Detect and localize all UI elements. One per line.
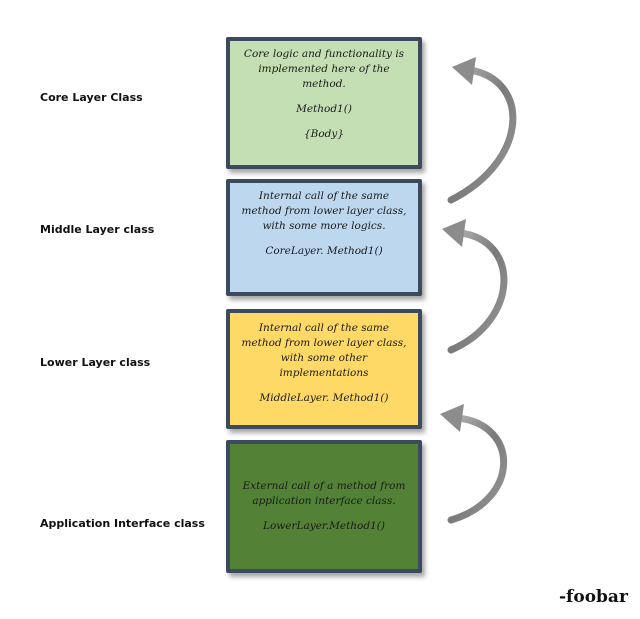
lower-desc-line: Internal call of the same <box>258 322 390 334</box>
core-method-body: {Body} <box>303 128 345 140</box>
lower-desc-line: method from lower layer class, <box>241 337 407 349</box>
label-application-interface: Application Interface class <box>40 517 205 530</box>
middle-desc-line: Internal call of the same <box>258 190 390 202</box>
application-interface-box: External call of a method from applicati… <box>226 440 422 573</box>
core-desc-line: implemented here of the <box>258 63 390 75</box>
author-signature: -foobar <box>559 587 628 607</box>
lower-layer-box: Internal call of the same method from lo… <box>226 309 422 429</box>
arrow-app-to-lower <box>440 404 508 524</box>
lower-desc-line: implementations <box>279 367 369 379</box>
arrow-lower-to-middle <box>442 219 508 354</box>
arrow-middle-to-core <box>447 57 517 204</box>
label-middle-layer: Middle Layer class <box>40 223 155 236</box>
core-layer-box: Core logic and functionality is implemen… <box>226 37 422 169</box>
label-core-layer: Core Layer Class <box>40 91 143 104</box>
app-method-call: LowerLayer.Method1() <box>263 520 385 532</box>
label-lower-layer: Lower Layer class <box>40 356 151 369</box>
middle-desc-line: method from lower layer class, <box>241 205 407 217</box>
core-desc-line: Core logic and functionality is <box>243 48 405 60</box>
app-desc-line: application interface class. <box>252 495 396 507</box>
core-desc-line: method. <box>302 78 346 90</box>
lower-method-call: MiddleLayer. Method1() <box>259 392 389 404</box>
middle-method-call: CoreLayer. Method1() <box>265 245 383 257</box>
middle-desc-line: with some more logics. <box>262 220 386 232</box>
core-method-signature: Method1() <box>296 103 352 115</box>
app-desc-line: External call of a method from <box>242 480 406 492</box>
middle-layer-box: Internal call of the same method from lo… <box>226 179 422 296</box>
lower-desc-line: with some other <box>280 352 368 364</box>
